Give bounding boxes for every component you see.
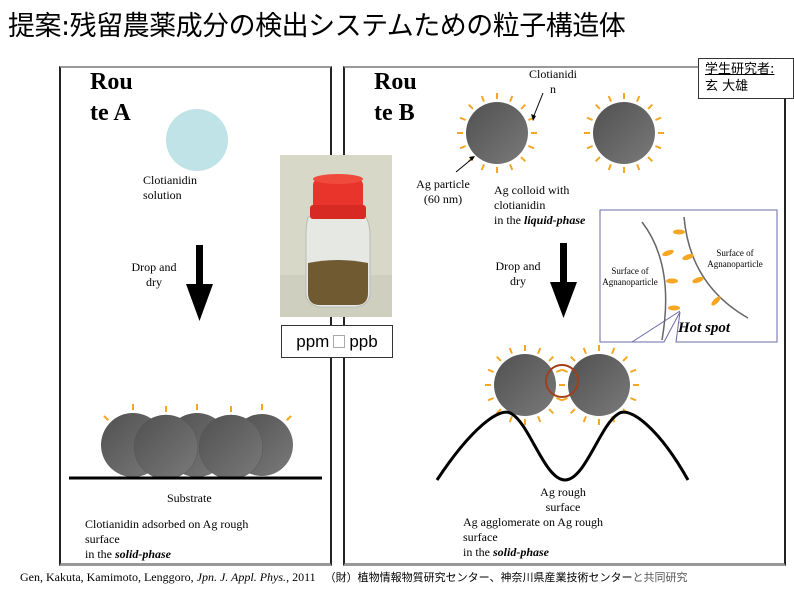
- ligand-mark: [586, 145, 593, 150]
- ligand-mark: [480, 164, 485, 171]
- hot-spot-inset: [599, 209, 778, 343]
- ligand-mark: [595, 156, 601, 162]
- arrow-placeholder-icon: [333, 335, 346, 348]
- ag-particle: [568, 354, 630, 416]
- ligand-mark: [607, 95, 612, 102]
- ligand-mark: [622, 356, 628, 362]
- ligand-mark: [548, 408, 554, 414]
- hot-spot-ring: [545, 364, 579, 398]
- ag-particle: [494, 354, 556, 416]
- ligand-mark: [508, 416, 513, 423]
- route-b-result: Ag agglomerate on Ag rough surface in th…: [463, 515, 603, 559]
- ligand-mark: [570, 408, 576, 414]
- hot-spot-label: Hot spot: [678, 320, 731, 336]
- route-a-title: Rou te A: [90, 69, 133, 126]
- ligand-mark: [480, 95, 485, 102]
- ag-particle-label: Ag particle (60 nm): [416, 177, 470, 206]
- ligands-agglomerate: [485, 345, 639, 425]
- pointer-clotianidin: [532, 92, 544, 119]
- solution-label: Clotianidin solution: [143, 173, 197, 202]
- slide-title: 提案:残留農薬成分の検出システムための粒子構造体: [8, 11, 626, 42]
- ligand-mark: [655, 116, 662, 121]
- ligand-mark: [586, 116, 593, 121]
- ligand-mark: [582, 347, 587, 354]
- ligand-mark: [561, 397, 568, 402]
- ligand-mark: [468, 104, 474, 110]
- ligand-mark: [647, 104, 653, 110]
- down-arrow-icon: [550, 243, 577, 318]
- ligand-mark: [487, 397, 494, 402]
- pointer-ag-particle: [455, 157, 474, 173]
- ligand-mark: [556, 368, 563, 373]
- ligand-mark: [496, 408, 502, 414]
- ligand-mark: [520, 104, 526, 110]
- substrate-label: Substrate: [167, 491, 212, 505]
- ligand-mark: [595, 104, 601, 110]
- ligand-mark: [537, 416, 542, 423]
- ligand-mark: [509, 95, 514, 102]
- ligand-mark: [528, 145, 535, 150]
- drop-dry-label-a: Drop and dry: [131, 260, 177, 289]
- route-b-title: Rou te B: [374, 69, 417, 126]
- inset-left-surface-label: Surface of Agnanoparticle: [602, 266, 658, 287]
- ligand-mark: [630, 397, 637, 402]
- clotianidin-label: Clotianidi n: [529, 67, 577, 96]
- inset-right-surface-label: Surface of Agnanoparticle: [707, 248, 763, 269]
- sample-bottle-photo: [280, 155, 392, 317]
- ligand-mark: [509, 164, 514, 171]
- student-researcher-box: 学生研究者: 玄 大雄: [698, 58, 794, 99]
- ligand-mark: [607, 164, 612, 171]
- down-arrow-icon: [186, 245, 213, 321]
- colloid-label: Ag colloid with clotianidin in the liqui…: [494, 183, 586, 227]
- ligand-mark: [570, 356, 576, 362]
- ligand-mark: [520, 156, 526, 162]
- ag-particle: [466, 102, 528, 164]
- particle-row-a: [101, 413, 293, 480]
- ligands-route-b: [457, 93, 664, 173]
- ligand-mark: [636, 95, 641, 102]
- route-a-result: Clotianidin adsorbed on Ag rough surface…: [85, 517, 249, 561]
- ligand-mark: [582, 416, 587, 423]
- ag-particle: [133, 414, 199, 480]
- ligand-mark: [556, 397, 563, 402]
- ag-particle: [593, 102, 655, 164]
- ligand-mark: [496, 356, 502, 362]
- ligand-mark: [561, 368, 568, 373]
- ligand-mark: [459, 116, 466, 121]
- ligand-mark: [647, 156, 653, 162]
- ligand-mark: [611, 347, 616, 354]
- ligand-mark: [630, 368, 637, 373]
- ligand-mark: [286, 415, 292, 421]
- footer-citation: Gen, Kakuta, Kamimoto, Lenggoro, Jpn. J.…: [20, 570, 688, 584]
- drop-dry-label-b: Drop and dry: [495, 259, 541, 288]
- ligand-mark: [537, 347, 542, 354]
- ligand-mark: [508, 347, 513, 354]
- ligand-mark: [636, 164, 641, 171]
- ligand-mark: [655, 145, 662, 150]
- solution-droplet: [166, 109, 228, 171]
- ligand-mark: [487, 368, 494, 373]
- ag-rough-surface: [435, 410, 690, 482]
- ligand-mark: [548, 356, 554, 362]
- rough-surface-label: Ag rough surface: [540, 485, 586, 514]
- ag-particle: [198, 414, 264, 480]
- ligand-mark: [459, 145, 466, 150]
- ligand-mark: [103, 415, 109, 421]
